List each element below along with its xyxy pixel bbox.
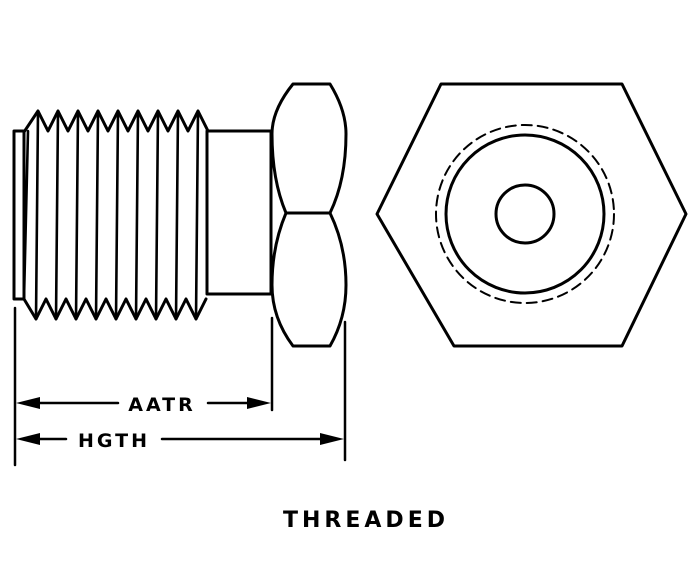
hgth-arrow-left xyxy=(16,433,40,445)
shank xyxy=(205,129,273,296)
thread-profile-top xyxy=(22,109,210,134)
aatr-dimension-label: AATR xyxy=(128,394,196,416)
diagram-caption: THREADED xyxy=(283,508,449,533)
hgth-arrow-right xyxy=(320,433,344,445)
hex-outline xyxy=(375,82,688,348)
center-hole xyxy=(494,183,556,245)
hgth-dimension-label: HGTH xyxy=(78,430,150,452)
end-view xyxy=(375,82,688,348)
dimension-lines xyxy=(13,306,347,467)
thread-end-face xyxy=(12,129,26,301)
thread-crest-lines xyxy=(22,109,200,321)
hex-head-side xyxy=(270,82,348,348)
dimension-arrowheads xyxy=(16,397,344,445)
side-view xyxy=(12,82,348,348)
dashed-thread-circle xyxy=(435,124,615,304)
aatr-arrow-right xyxy=(247,397,271,409)
outer-bore-circle xyxy=(444,133,606,295)
aatr-arrow-left xyxy=(16,397,40,409)
